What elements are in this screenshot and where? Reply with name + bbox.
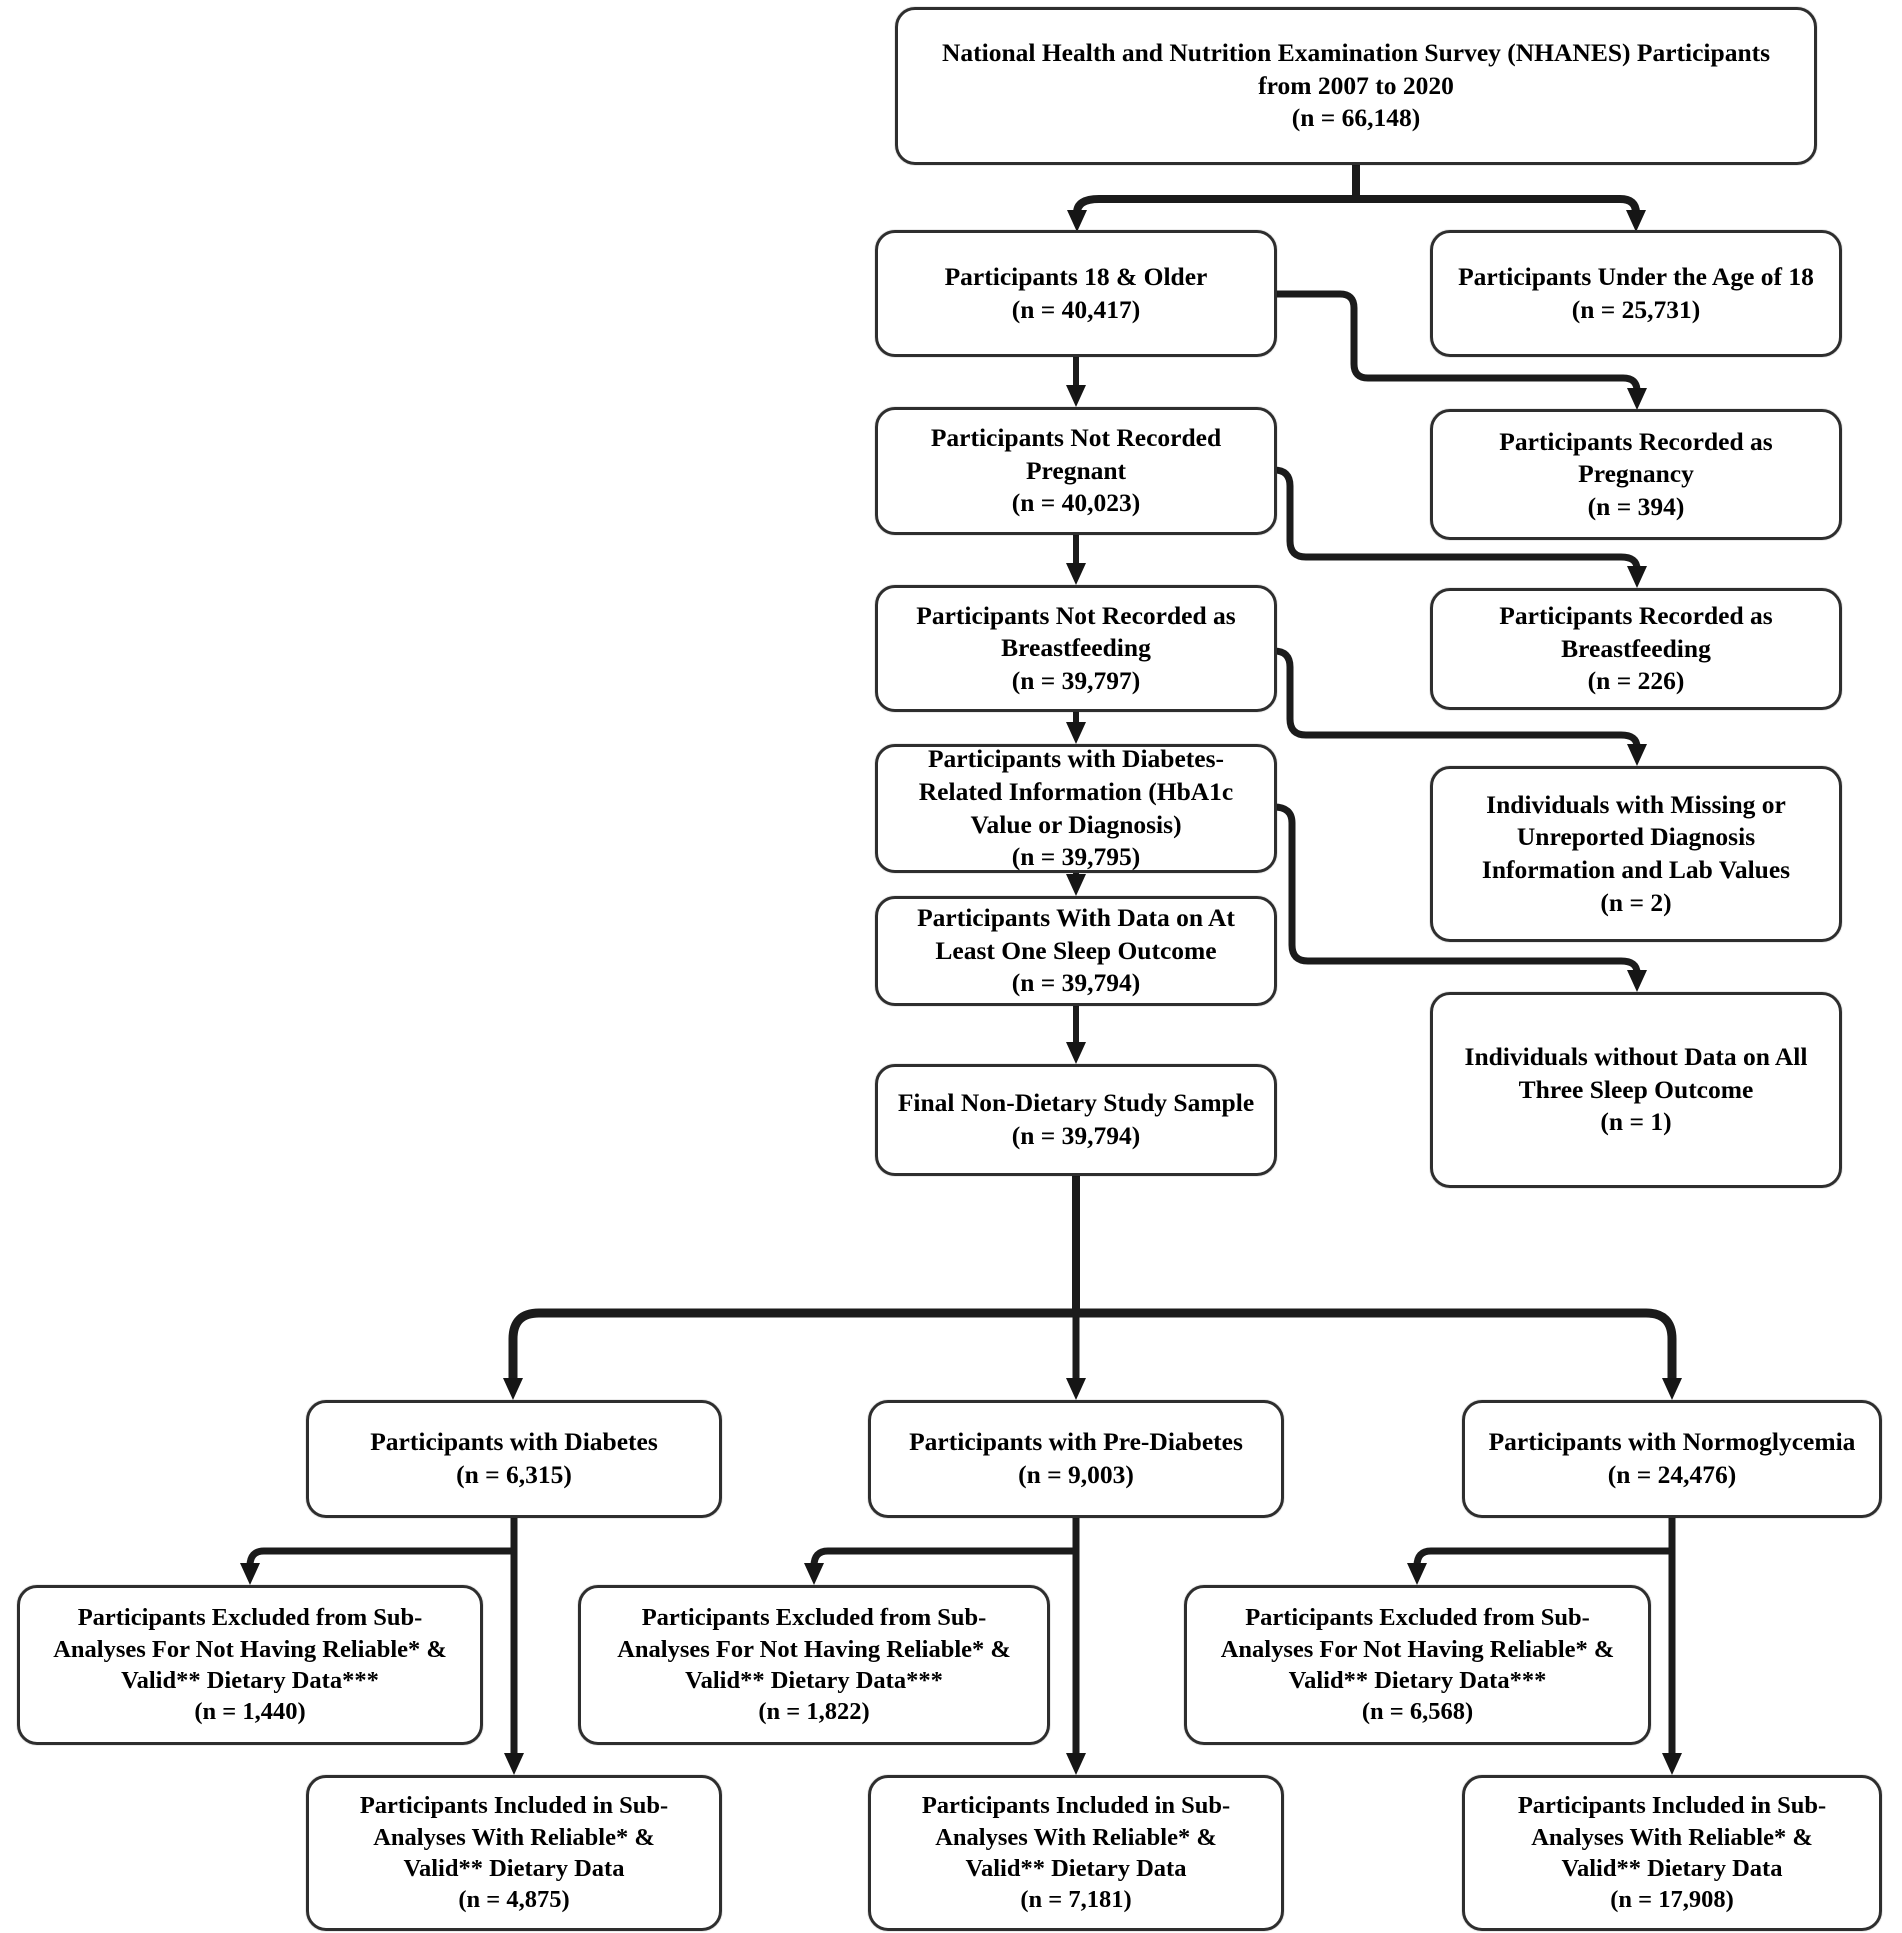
node-included-diabetes: Participants Included in Sub- Analyses W… [306, 1775, 722, 1931]
node-final-non-dietary-sample: Final Non-Dietary Study Sample (n = 39,7… [875, 1064, 1277, 1176]
node-included-pre-diabetes: Participants Included in Sub- Analyses W… [868, 1775, 1284, 1931]
arrow-finalsample-to-diabetes [503, 1308, 1076, 1400]
node-not-recorded-pregnant: Participants Not Recorded Pregnant (n = … [875, 407, 1277, 535]
node-missing-diagnosis-info: Individuals with Missing or Unreported D… [1430, 766, 1842, 942]
arrow-nhanes-to-under18 [1352, 195, 1646, 232]
node-participants-normoglycemia: Participants with Normoglycemia (n = 24,… [1462, 1400, 1882, 1518]
node-recorded-breastfeeding: Participants Recorded as Breastfeeding (… [1430, 588, 1842, 710]
node-excluded-normoglycemia: Participants Excluded from Sub- Analyses… [1184, 1585, 1651, 1745]
node-sleep-outcome-data: Participants With Data on At Least One S… [875, 896, 1277, 1006]
node-diabetes-related-info: Participants with Diabetes- Related Info… [875, 744, 1277, 873]
arrow-prediabetes-to-excluded [804, 1547, 1076, 1585]
arrow-notbreastfeeding-to-missinginfo [1273, 647, 1647, 766]
arrow-normoglycemia-to-excluded [1407, 1547, 1672, 1585]
arrow-diabetes-to-excluded [240, 1547, 514, 1585]
node-nhanes-participants: National Health and Nutrition Examinatio… [895, 7, 1817, 165]
arrow-adults-to-pregnant [1274, 290, 1647, 410]
node-participants-pre-diabetes: Participants with Pre-Diabetes (n = 9,00… [868, 1400, 1284, 1518]
node-participants-18-older: Participants 18 & Older (n = 40,417) [875, 230, 1277, 357]
node-excluded-diabetes: Participants Excluded from Sub- Analyses… [17, 1585, 483, 1745]
arrow-diabetesinfo-to-nosleepdata [1273, 803, 1647, 992]
node-participants-under-18: Participants Under the Age of 18 (n = 25… [1430, 230, 1842, 357]
node-participants-diabetes: Participants with Diabetes (n = 6,315) [306, 1400, 722, 1518]
node-no-sleep-outcome-data: Individuals without Data on All Three Sl… [1430, 992, 1842, 1188]
node-recorded-pregnancy: Participants Recorded as Pregnancy (n = … [1430, 409, 1842, 540]
node-included-normoglycemia: Participants Included in Sub- Analyses W… [1462, 1775, 1882, 1931]
arrow-finalsample-to-normoglycemia [1076, 1308, 1682, 1400]
arrow-nhanes-to-adults [1067, 195, 1360, 232]
node-not-recorded-breastfeeding: Participants Not Recorded as Breastfeedi… [875, 585, 1277, 712]
node-excluded-pre-diabetes: Participants Excluded from Sub- Analyses… [578, 1585, 1050, 1745]
arrow-notpregnant-to-breastfeeding [1273, 466, 1647, 588]
